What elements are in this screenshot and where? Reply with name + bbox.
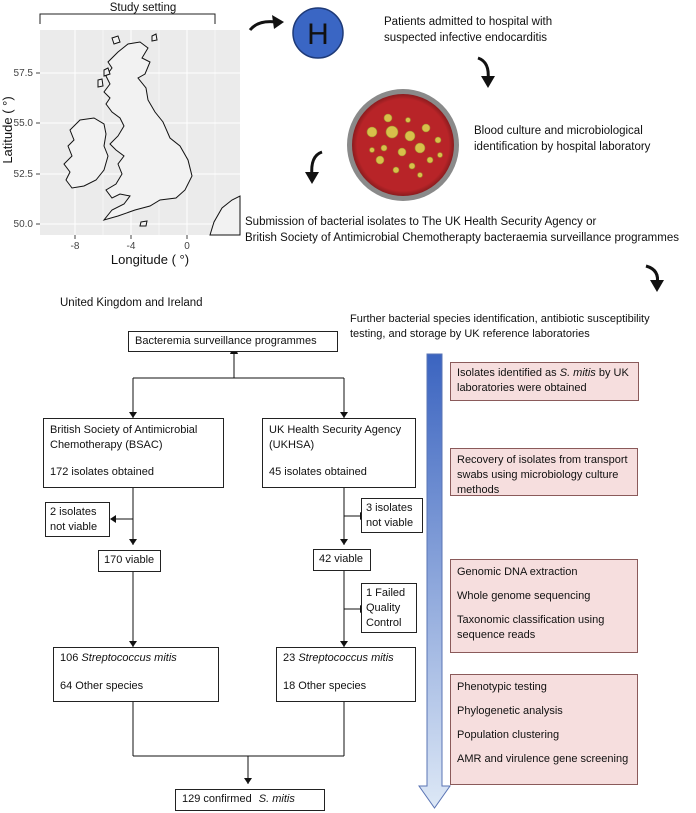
- ukhsa-box: UK Health Security Agency (UKHSA) 45 iso…: [262, 418, 416, 488]
- ytick-label: 52.5: [14, 169, 34, 180]
- failed-qc-box: 1 Failed Quality Control: [361, 583, 417, 633]
- not-viable-line: 3 isolates: [366, 502, 413, 514]
- step-text-line: suspected infective endocarditis: [384, 32, 548, 44]
- not-viable-line: not viable: [50, 521, 98, 533]
- xtick-label: -4: [127, 241, 136, 252]
- genomics-step: Genomic DNA extraction: [457, 566, 578, 578]
- confirmed-mitis-box: 129 confirmed S. mitis: [175, 789, 325, 811]
- ukhsa-obtained: 45 isolates obtained: [269, 466, 367, 478]
- reference-lab-line: Further bacterial species identification…: [350, 313, 650, 325]
- step-box-text: Isolates identified as: [457, 367, 560, 379]
- surveillance-programmes-box: Bacteremia surveillance programmes: [128, 331, 338, 352]
- step-text-line: British Society of Antimicrobial Chemoth…: [245, 232, 679, 244]
- map-xlabel: Longitude ( °): [111, 252, 189, 267]
- bsac-mitis-name: Streptococcus mitis: [81, 652, 177, 664]
- xtick-label: 0: [184, 241, 190, 252]
- region-label: United Kingdom and Ireland: [60, 297, 203, 309]
- ukhsa-name-line: (UKHSA): [269, 439, 315, 451]
- step-box-text: by UK laboratories were obtained: [457, 367, 629, 394]
- step-box-species: S. mitis: [559, 367, 596, 379]
- map-ylabel: Latitude ( °): [0, 96, 15, 163]
- bsac-mitis-count: 106: [60, 652, 79, 664]
- ytick-label: 57.5: [14, 68, 34, 79]
- ytick-label: 50.0: [14, 219, 34, 230]
- curved-arrow-icon: [248, 20, 277, 32]
- failed-qc-line: Control: [366, 617, 402, 629]
- bsac-species-box: 106 Streptococcus mitis 64 Other species: [53, 647, 219, 702]
- step-submission: Submission of bacterial isolates to The …: [245, 214, 679, 246]
- ukhsa-mitis-count: 23: [283, 652, 296, 664]
- step-box-analysis: Phenotypic testing Phylogenetic analysis…: [450, 674, 638, 785]
- process-flow-arrow: [418, 353, 451, 809]
- analysis-step: Population clustering: [457, 729, 560, 741]
- bsac-name-line: Chemotherapy (BSAC): [50, 439, 163, 451]
- flowchart-connectors: [116, 351, 360, 784]
- bsac-box: British Society of Antimicrobial Chemoth…: [43, 418, 224, 488]
- step-blood-culture: Blood culture and microbiological identi…: [474, 123, 650, 155]
- map-axis-ticks: [36, 72, 188, 239]
- ukhsa-species-box: 23 Streptococcus mitis 18 Other species: [276, 647, 416, 702]
- reference-lab-line: testing, and storage by UK reference lab…: [350, 328, 590, 340]
- step-text-line: identification by hospital laboratory: [474, 141, 651, 153]
- hospital-icon: [292, 7, 344, 59]
- genomics-step: Taxonomic classification using sequence …: [457, 614, 605, 641]
- hospital-letter: H: [307, 18, 329, 51]
- not-viable-line: not viable: [366, 517, 414, 529]
- analysis-step: Phylogenetic analysis: [457, 705, 563, 717]
- ukhsa-viable-box: 42 viable: [313, 549, 371, 571]
- ukhsa-not-viable-box: 3 isolates not viable: [361, 498, 423, 533]
- genomics-step: Whole genome sequencing: [457, 590, 591, 602]
- step-text-line: Submission of bacterial isolates to The …: [245, 216, 597, 228]
- ytick-label: 55.0: [14, 118, 34, 129]
- step-box-isolates: Isolates identified as S. mitis by UK la…: [450, 362, 639, 401]
- bsac-name-line: British Society of Antimicrobial: [50, 424, 198, 436]
- failed-qc-line: 1 Failed: [366, 587, 406, 599]
- bsac-obtained: 172 isolates obtained: [50, 466, 154, 478]
- confirmed-count: 129 confirmed: [182, 793, 252, 805]
- study-setting-bracket: [39, 13, 216, 24]
- xtick-label: -8: [71, 241, 80, 252]
- step-patients-admitted: Patients admitted to hospital with suspe…: [384, 14, 552, 46]
- continent-edge: [209, 195, 241, 236]
- step-text-line: Blood culture and microbiological: [474, 125, 643, 137]
- bacterial-colonies: [366, 113, 443, 178]
- ukhsa-other-species: 18 Other species: [283, 680, 367, 692]
- map-landmass: [63, 33, 241, 236]
- step-box-recovery: Recovery of isolates from transport swab…: [450, 448, 638, 496]
- step-box-genomics: Genomic DNA extraction Whole genome sequ…: [450, 559, 638, 653]
- petri-dish-agar: [352, 94, 454, 196]
- bsac-not-viable-box: 2 isolates not viable: [45, 502, 110, 537]
- not-viable-line: 2 isolates: [50, 506, 97, 518]
- arrow-heads: [272, 15, 664, 292]
- bsac-viable-box: 170 viable: [98, 550, 161, 572]
- confirmed-species: S. mitis: [258, 793, 295, 805]
- map-title: Study setting: [109, 2, 177, 14]
- failed-qc-line: Quality: [366, 602, 401, 614]
- analysis-step: AMR and virulence gene screening: [457, 753, 629, 765]
- step-text-line: Patients admitted to hospital with: [384, 16, 553, 28]
- reference-lab-text: Further bacterial species identification…: [350, 312, 650, 342]
- analysis-step: Phenotypic testing: [457, 681, 547, 693]
- bsac-other-species: 64 Other species: [60, 680, 144, 692]
- great-britain-shape: [102, 41, 193, 221]
- ukhsa-mitis-name: Streptococcus mitis: [298, 652, 394, 664]
- ukhsa-name-line: UK Health Security Agency: [269, 424, 402, 436]
- ireland-shape: [63, 117, 109, 189]
